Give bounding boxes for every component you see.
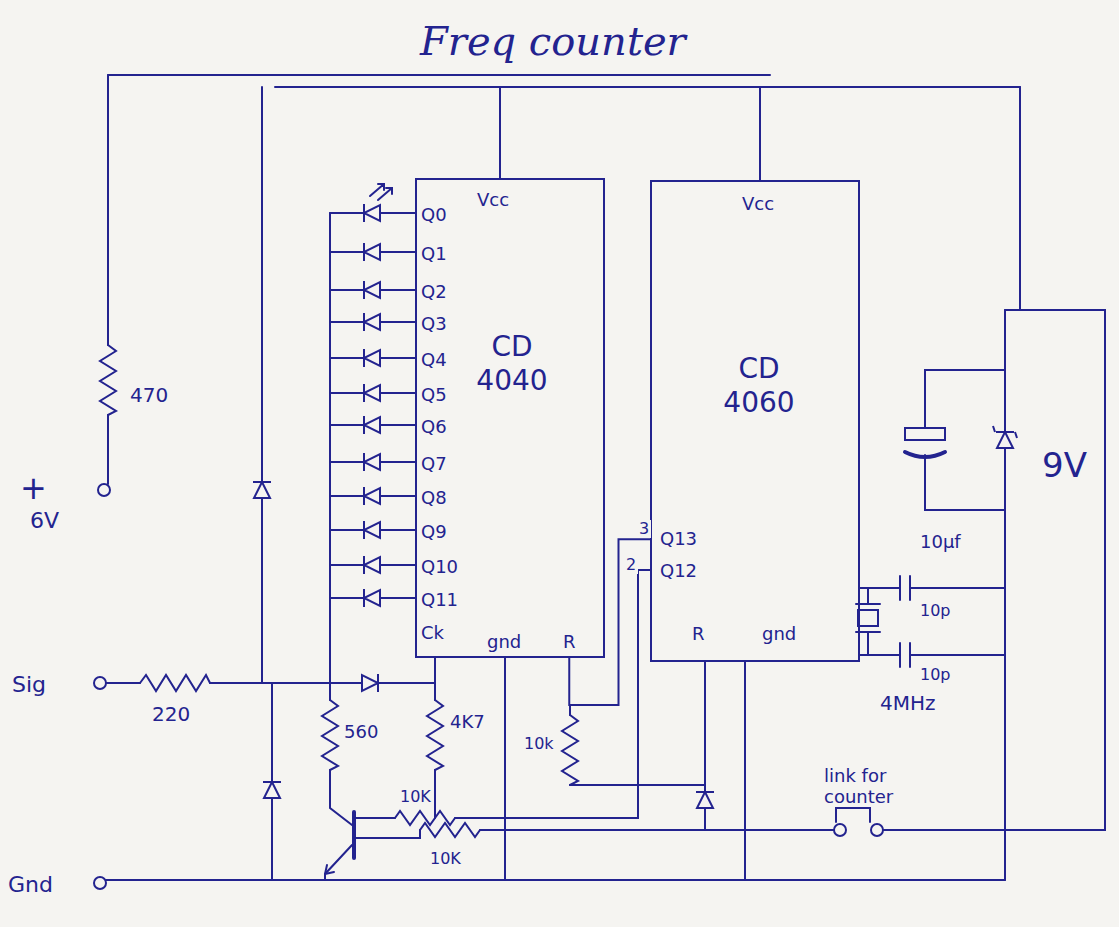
pin-name: Q1 bbox=[421, 244, 447, 265]
pin-name: Q3 bbox=[421, 314, 447, 335]
diagram-title: Freq counter bbox=[420, 18, 686, 64]
component-label: 10K bbox=[428, 850, 463, 868]
component-label: Sig bbox=[10, 672, 48, 697]
component-label: Gnd bbox=[6, 872, 55, 897]
pin-name: gnd bbox=[487, 632, 521, 653]
pin-name: Q13 bbox=[660, 529, 697, 550]
pin-name: Q7 bbox=[421, 454, 447, 475]
pin-name: Vcc bbox=[742, 194, 774, 215]
pin-name: gnd bbox=[762, 624, 796, 645]
component-label: 470 bbox=[128, 384, 170, 407]
wire-connector bbox=[569, 539, 650, 705]
component-label: 3 bbox=[637, 520, 651, 538]
pin-name: Ck bbox=[421, 623, 444, 644]
pin-name: Q8 bbox=[421, 488, 447, 509]
chip-name: CD 4060 bbox=[714, 352, 804, 419]
pin-name: R bbox=[692, 624, 705, 645]
component-label: link for counter bbox=[822, 766, 946, 807]
component-label: 2 bbox=[624, 556, 638, 574]
component-label: + bbox=[18, 470, 49, 507]
component-label: 10k bbox=[522, 735, 556, 753]
component-label: 9V bbox=[1040, 446, 1089, 485]
ic-chip: Vcc CD 4040 Q0Q1Q2Q3Q4Q5Q6Q7Q8Q9Q10Q11Ck gn… bbox=[415, 178, 605, 658]
component-label: 4K7 bbox=[448, 712, 487, 733]
pin-name: Q4 bbox=[421, 350, 447, 371]
pin-name: Q9 bbox=[421, 522, 447, 543]
component-label: 4MHz bbox=[878, 692, 938, 715]
component-label: 10p bbox=[918, 602, 953, 620]
component-label: 10p bbox=[918, 666, 953, 684]
component-label: 10µf bbox=[918, 532, 963, 553]
component-label: 560 bbox=[342, 722, 380, 743]
pin-name: Q2 bbox=[421, 282, 447, 303]
pin-name: Q0 bbox=[421, 205, 447, 226]
pin-name: Q6 bbox=[421, 417, 447, 438]
component-label: 6V bbox=[28, 508, 61, 533]
component-label: 10K bbox=[398, 788, 433, 806]
pin-name: Q11 bbox=[421, 590, 458, 611]
pin-name: R bbox=[563, 632, 576, 653]
pin-name: Q12 bbox=[660, 561, 697, 582]
pin-name: Q5 bbox=[421, 385, 447, 406]
ic-chip: Vcc CD 4060Q13Q12Rgnd bbox=[650, 180, 860, 662]
chip-name: CD 4040 bbox=[467, 330, 557, 397]
pin-name: Vcc bbox=[477, 190, 509, 211]
pin-name: Q10 bbox=[421, 557, 458, 578]
component-label: 220 bbox=[150, 703, 192, 726]
